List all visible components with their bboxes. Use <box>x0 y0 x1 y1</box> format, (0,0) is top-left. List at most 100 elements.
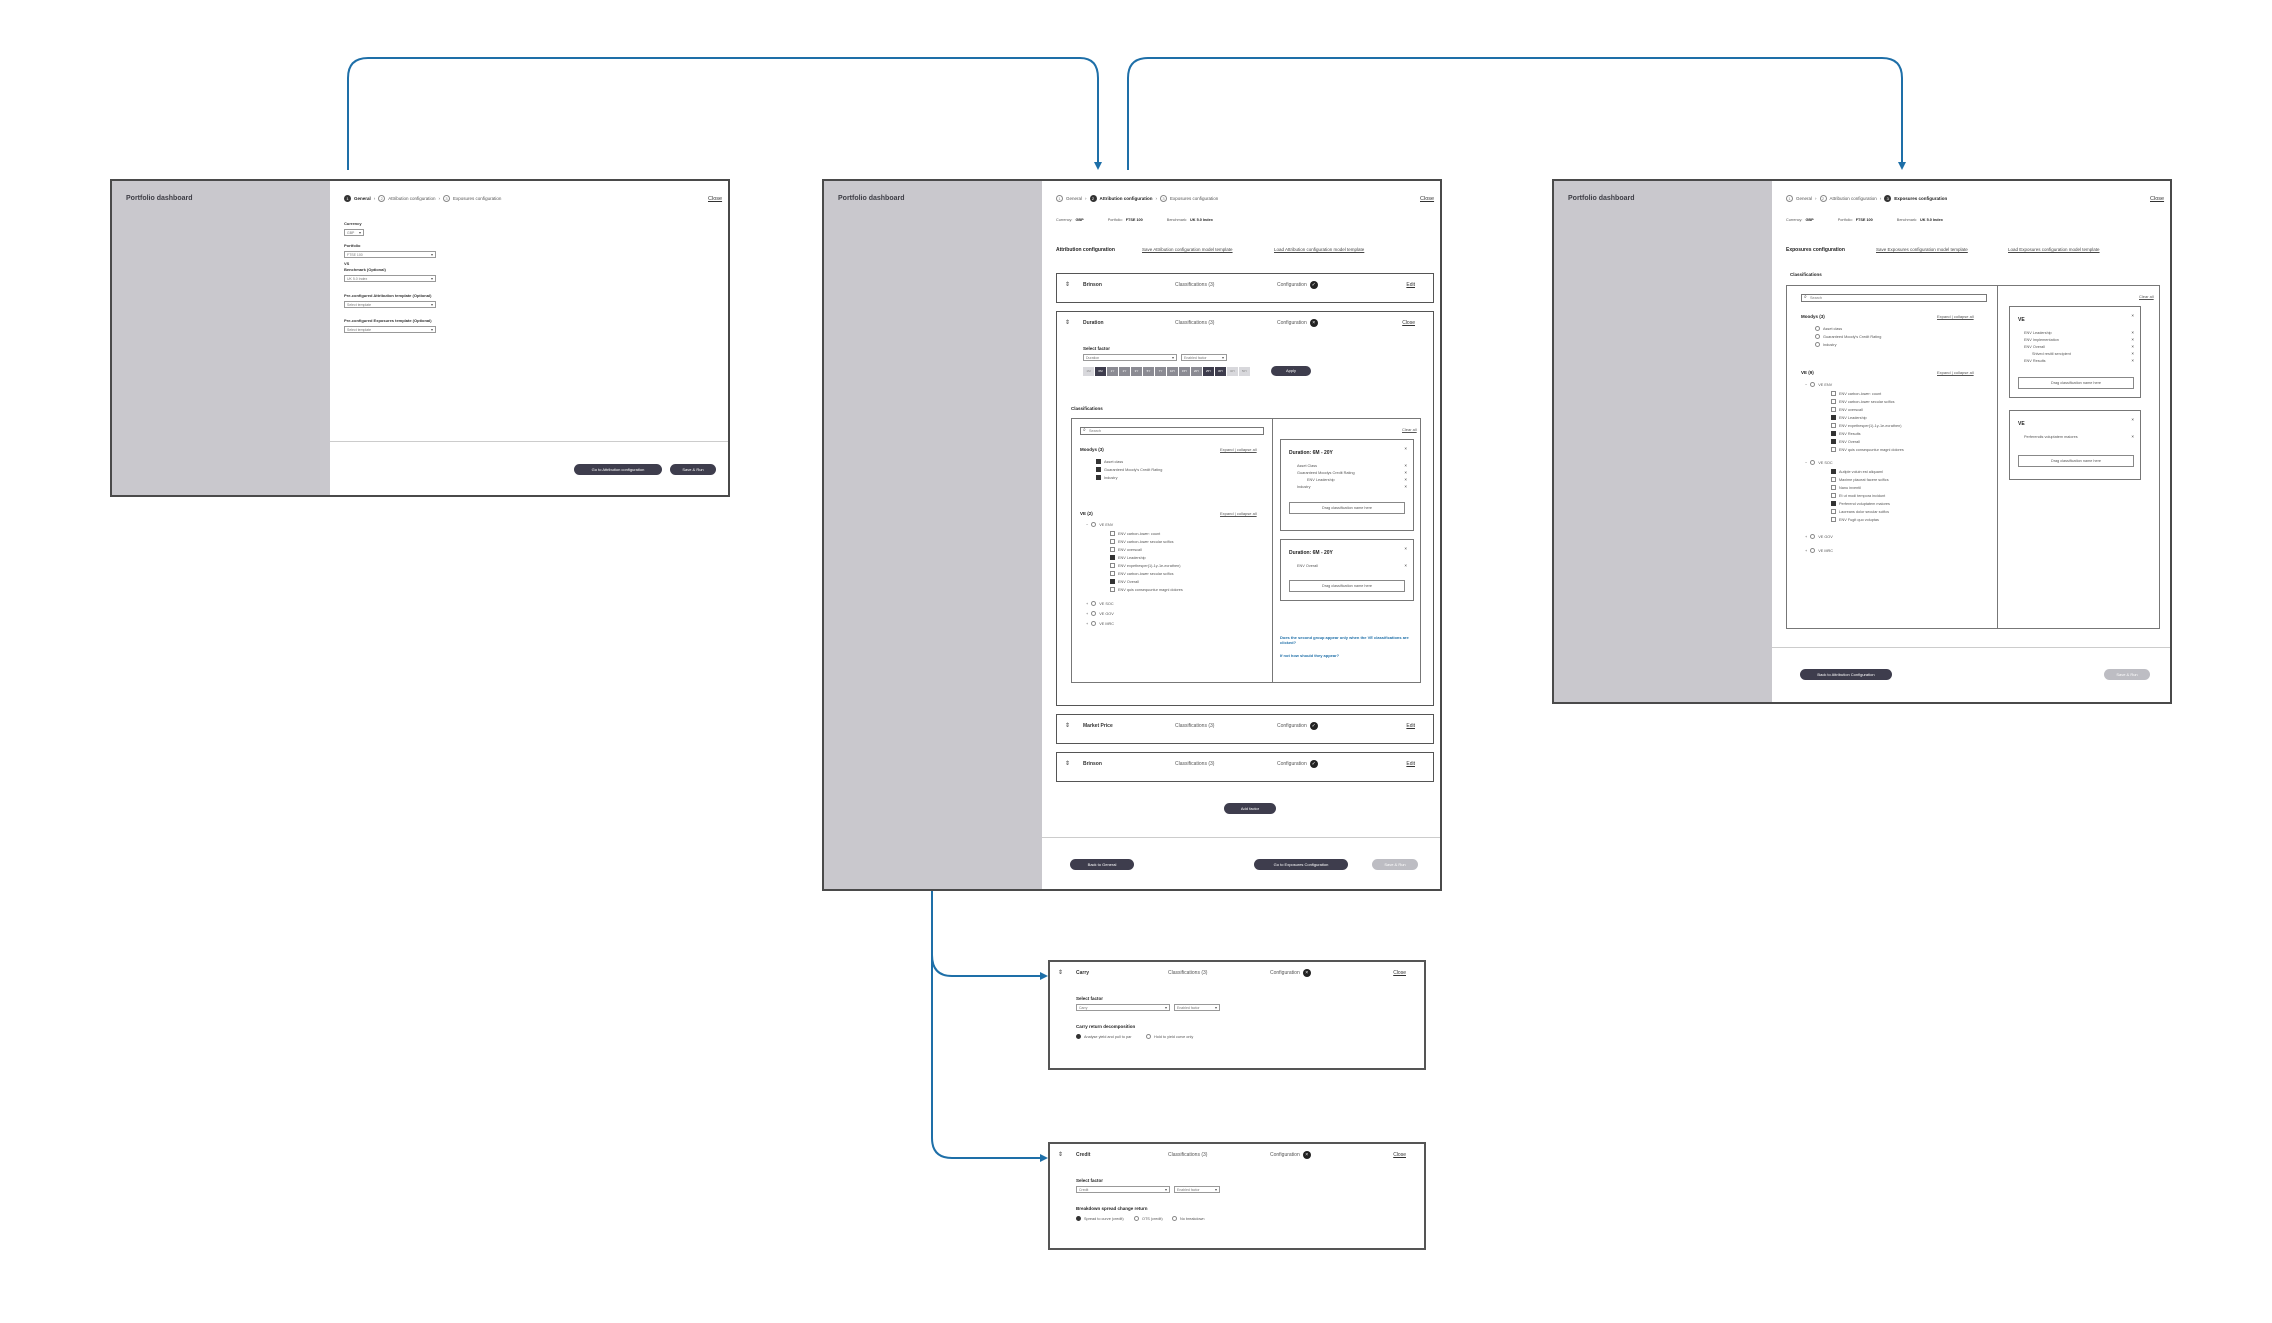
factor-input[interactable]: Enabled factor <box>1174 1186 1220 1193</box>
edit-link[interactable]: Edit <box>1406 761 1415 767</box>
save-template-link[interactable]: Save Attribution configuration model tem… <box>1142 247 1233 252</box>
tree-node[interactable]: +VE MRC <box>1805 548 1833 553</box>
drag-handle-icon[interactable]: ⇕ <box>1065 282 1071 288</box>
tenor-selector[interactable]: 1M 6M 1Y 2Y 3Y 5Y 7Y 10Y 15Y 20Y 25Y 30Y… <box>1083 367 1250 376</box>
close-icon[interactable]: × <box>1404 546 1407 551</box>
checkbox-item[interactable]: Laoreans dolor secular scifics <box>1831 509 1889 514</box>
search-input[interactable]: Search <box>1080 427 1264 435</box>
tree-node[interactable]: +VE GOV <box>1805 534 1833 539</box>
drop-zone[interactable]: Drag classification name here <box>2018 377 2134 389</box>
remove-icon[interactable]: × <box>1404 477 1407 482</box>
checkbox-item[interactable]: ENV Results <box>1831 431 1861 436</box>
checkbox-item[interactable]: ENV carbon-lower: count <box>1110 531 1160 536</box>
clear-all-link[interactable]: Clear all <box>1402 427 1417 432</box>
radio-option[interactable]: No breakdown <box>1172 1216 1204 1221</box>
checkbox-item[interactable]: ENV Leadership <box>1831 415 1867 420</box>
factor-row-market-price[interactable]: ⇕ Market Price Classifications (3) Confi… <box>1056 714 1434 744</box>
checkbox-item[interactable]: Asset class <box>1815 326 1842 331</box>
factor-select[interactable]: Carry <box>1076 1004 1170 1011</box>
expand-collapse-link[interactable]: Expand | collapse all <box>1937 370 1974 375</box>
remove-icon[interactable]: × <box>1404 484 1407 489</box>
step-attribution[interactable]: Attribution configuration <box>1099 196 1153 201</box>
checkbox-item[interactable]: ENV overscall <box>1110 547 1142 552</box>
remove-icon[interactable]: × <box>2131 351 2134 356</box>
radio-option[interactable]: Spread to curve (credit) <box>1076 1216 1124 1221</box>
benchmark-select[interactable]: UK 5.0 Index <box>344 275 436 282</box>
load-template-link[interactable]: Load Exposures configuration model templ… <box>2008 247 2100 252</box>
step-attribution[interactable]: Attribution configuration <box>388 196 436 201</box>
close-factor-link[interactable]: Close <box>1393 1152 1406 1158</box>
exp-template-select[interactable]: Select template <box>344 326 436 333</box>
factor-select[interactable]: Duration <box>1083 354 1177 361</box>
tree-node[interactable]: +VE MRC <box>1086 621 1114 626</box>
radio-option[interactable]: OTS (credit) <box>1134 1216 1163 1221</box>
edit-link[interactable]: Edit <box>1406 282 1415 288</box>
tree-node[interactable]: +VE GOV <box>1086 611 1114 616</box>
save-run-button[interactable]: Save & Run <box>1372 859 1418 870</box>
checkbox-item[interactable]: ENV Fugit quo voluptas <box>1831 517 1879 522</box>
close-icon[interactable]: × <box>1404 446 1407 451</box>
checkbox-item[interactable]: ENV overscall <box>1831 407 1863 412</box>
tree-node[interactable]: +VE SOC <box>1086 601 1114 606</box>
search-input[interactable]: Search <box>1801 294 1987 302</box>
attr-template-select[interactable]: Select template <box>344 301 436 308</box>
radio-option[interactable]: Analyse yield and pull to par <box>1076 1034 1132 1039</box>
checkbox-item[interactable]: ENV Overall <box>1110 579 1139 584</box>
close-link[interactable]: Close <box>1420 196 1435 202</box>
checkbox-item[interactable]: ENV quis consequuntur magni dolores <box>1110 587 1183 592</box>
checkbox-item[interactable]: Industry <box>1096 475 1118 480</box>
back-attribution-button[interactable]: Back to Attribution Configuration <box>1800 669 1892 680</box>
checkbox-item[interactable]: ENV carbon-lower secular scifics <box>1831 399 1895 404</box>
save-template-link[interactable]: Save Exposures configuration model templ… <box>1876 247 1968 252</box>
expand-collapse-link[interactable]: Expand | collapse all <box>1220 511 1257 516</box>
tree-node-ve-env[interactable]: −VE ENV <box>1086 522 1114 527</box>
factor-input[interactable]: Enabled factor <box>1174 1004 1220 1011</box>
radio-option[interactable]: Hold to yield curve only <box>1146 1034 1193 1039</box>
drop-zone[interactable]: Drag classification name here <box>2018 455 2134 467</box>
remove-icon[interactable]: × <box>1404 563 1407 568</box>
drag-handle-icon[interactable]: ⇕ <box>1065 761 1071 767</box>
step-exposures[interactable]: Exposures configuration <box>453 196 502 201</box>
remove-icon[interactable]: × <box>2131 358 2134 363</box>
drag-handle-icon[interactable]: ⇕ <box>1058 1152 1064 1158</box>
currency-select[interactable]: GBP <box>344 229 364 236</box>
checkbox-item[interactable]: Asset class <box>1096 459 1123 464</box>
checkbox-item[interactable]: Industry <box>1815 342 1837 347</box>
close-icon[interactable]: × <box>2131 417 2134 422</box>
step-general[interactable]: General <box>354 196 371 201</box>
apply-button[interactable]: Apply <box>1271 366 1311 376</box>
edit-link[interactable]: Edit <box>1406 723 1415 729</box>
portfolio-select[interactable]: FTSE 100 <box>344 251 436 258</box>
step-general[interactable]: General <box>1796 196 1813 201</box>
step-attribution[interactable]: Attribution configuration <box>1829 196 1877 201</box>
go-exposures-button[interactable]: Go to Exposures Configuration <box>1254 859 1348 870</box>
close-link[interactable]: Close <box>2150 196 2165 202</box>
remove-icon[interactable]: × <box>2131 337 2134 342</box>
load-template-link[interactable]: Load Attribution configuration model tem… <box>1274 247 1365 252</box>
close-link[interactable]: Close <box>708 196 723 202</box>
expand-collapse-link[interactable]: Expand | collapse all <box>1220 447 1257 452</box>
checkbox-item[interactable]: Maxime placeat facere scifics <box>1831 477 1889 482</box>
checkbox-item[interactable]: Et ut modi tempora incidunt <box>1831 493 1885 498</box>
remove-icon[interactable]: × <box>1404 463 1407 468</box>
remove-icon[interactable]: × <box>2131 344 2134 349</box>
factor-row-brinson[interactable]: ⇕ Brinson Classifications (3) Configurat… <box>1056 273 1434 303</box>
factor-row-brinson-2[interactable]: ⇕ Brinson Classifications (3) Configurat… <box>1056 752 1434 782</box>
step-exposures[interactable]: Exposures configuration <box>1170 196 1219 201</box>
checkbox-item[interactable]: ENV carbon-lower secular scifics <box>1110 539 1174 544</box>
tree-node-ve-env[interactable]: −VE ENV <box>1805 382 1833 387</box>
tree-node-ve-soc[interactable]: −VE SOC <box>1805 460 1833 465</box>
save-run-button[interactable]: Save & Run <box>670 464 716 475</box>
close-factor-link[interactable]: Close <box>1402 320 1415 326</box>
back-general-button[interactable]: Back to General <box>1070 859 1134 870</box>
go-attribution-button[interactable]: Go to Attribution configuration <box>574 464 662 475</box>
drag-handle-icon[interactable]: ⇕ <box>1065 320 1071 326</box>
step-general[interactable]: General <box>1066 196 1083 201</box>
drop-zone[interactable]: Drag classification name here <box>1289 580 1405 592</box>
checkbox-item[interactable]: ENV carbon-lower: count <box>1831 391 1881 396</box>
remove-icon[interactable]: × <box>2131 330 2134 335</box>
checkbox-item[interactable]: Autiple voluin est aliquaml <box>1831 469 1883 474</box>
checkbox-item[interactable]: ENV expethesper(1)-1y-1e-ecrathen) <box>1831 423 1901 428</box>
checkbox-item[interactable]: ENV carbon-lower secular scifics <box>1110 571 1174 576</box>
add-factor-button[interactable]: Add factor <box>1224 803 1276 814</box>
